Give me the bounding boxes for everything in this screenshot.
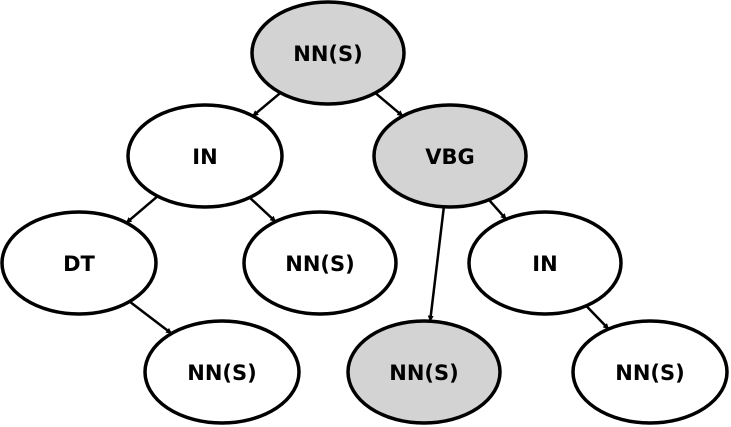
node-label: NN(S) bbox=[187, 361, 256, 385]
edge-arrow-root-to-in_left bbox=[251, 91, 282, 117]
node-ellipse bbox=[250, 0, 406, 106]
node-nns-bottom-left: NN(S) bbox=[143, 319, 301, 425]
node-nns-bottom-right: NN(S) bbox=[571, 319, 729, 425]
node-nns-mid-left: NN(S) bbox=[242, 210, 398, 316]
node-in-right: IN bbox=[467, 210, 623, 316]
node-ellipse bbox=[571, 319, 729, 425]
edges bbox=[125, 91, 610, 335]
node-label: NN(S) bbox=[285, 252, 354, 276]
node-ellipse bbox=[467, 210, 623, 316]
edge-arrow-in_left-to-nns_mid_left bbox=[248, 196, 277, 223]
node-nns-bottom-mid: NN(S) bbox=[346, 319, 502, 425]
node-label: NN(S) bbox=[615, 361, 684, 385]
node-vbg: VBG bbox=[372, 103, 528, 209]
node-label: NN(S) bbox=[293, 42, 362, 66]
node-label: NN(S) bbox=[389, 361, 458, 385]
edge-arrow-vbg-to-in_right bbox=[487, 198, 508, 221]
node-label: DT bbox=[63, 252, 95, 276]
node-label: VBG bbox=[425, 145, 475, 169]
node-dt: DT bbox=[0, 210, 158, 316]
node-ellipse bbox=[372, 103, 528, 209]
node-ellipse bbox=[346, 319, 502, 425]
node-ellipse bbox=[143, 319, 301, 425]
node-ellipse bbox=[126, 103, 284, 209]
edge-arrow-dt-to-nns_bottom_left bbox=[128, 300, 173, 335]
node-root: NN(S) bbox=[250, 0, 406, 106]
node-ellipse bbox=[242, 210, 398, 316]
node-label: IN bbox=[192, 145, 217, 169]
node-ellipse bbox=[0, 210, 158, 316]
node-label: IN bbox=[532, 252, 557, 276]
edge-arrow-root-to-vbg bbox=[374, 91, 404, 118]
node-in-left: IN bbox=[126, 103, 284, 209]
edge-arrow-in_right-to-nns_bottom_right bbox=[585, 304, 610, 330]
edge-arrow-vbg-to-nns_bottom_mid bbox=[427, 206, 446, 322]
edge-arrow-in_left-to-dt bbox=[125, 195, 159, 224]
